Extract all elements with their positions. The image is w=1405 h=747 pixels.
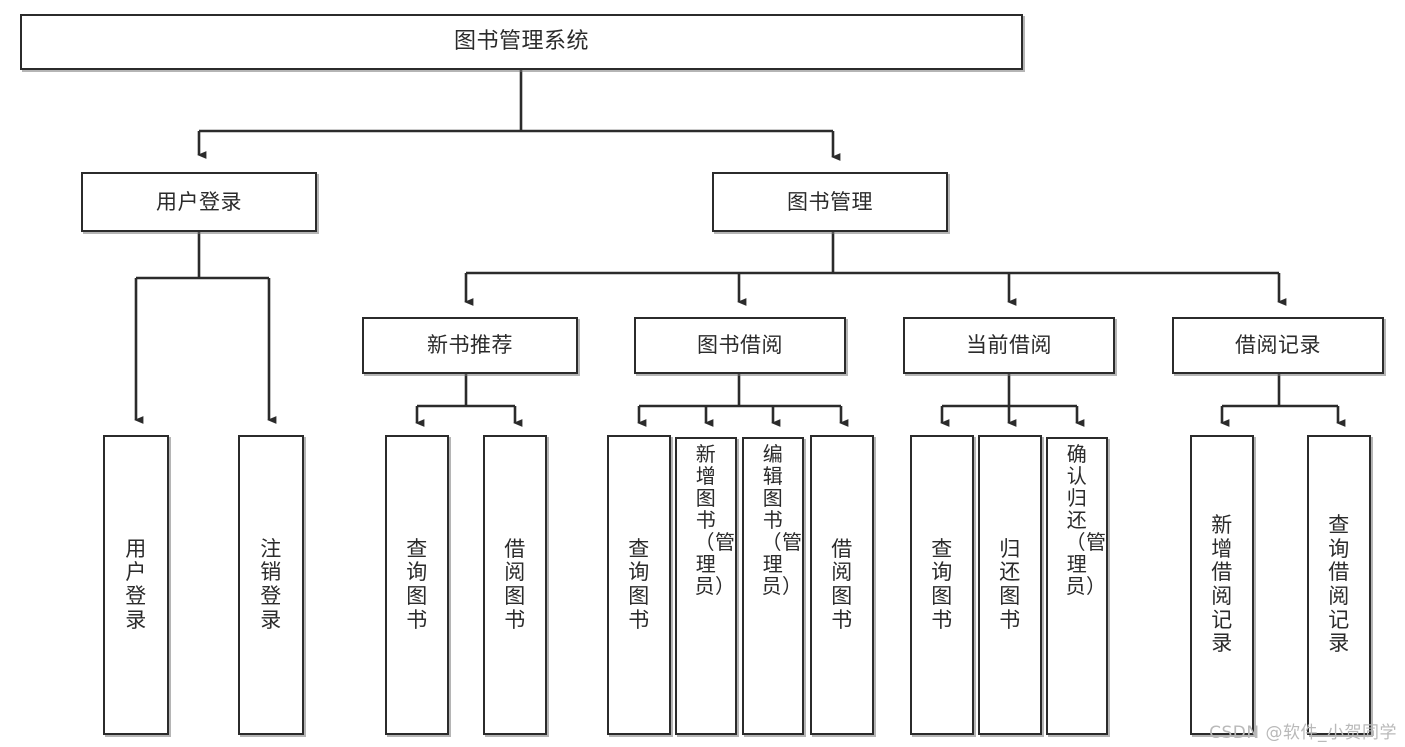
- node-leaf-edit-book-label: 编辑图书（管理员）: [761, 442, 803, 598]
- node-leaf-return-book[interactable]: 归还图书: [978, 435, 1042, 735]
- node-leaf-borrow-book-2[interactable]: 借阅图书: [810, 435, 874, 735]
- node-new-book-recommend-label: 新书推荐: [427, 333, 513, 358]
- node-book-borrow-label: 图书借阅: [697, 333, 783, 358]
- node-current-borrow-label: 当前借阅: [966, 333, 1052, 358]
- node-leaf-edit-book[interactable]: 编辑图书（管理员）: [742, 437, 804, 735]
- node-leaf-query-record-label: 查询借阅记录: [1328, 513, 1350, 656]
- node-user-login-label: 用户登录: [156, 189, 242, 214]
- node-leaf-confirm-return[interactable]: 确认归还（管理员）: [1046, 437, 1108, 735]
- node-leaf-borrow-book-2-label: 借阅图书: [831, 536, 853, 632]
- node-leaf-add-book-label: 新增图书（管理员）: [694, 442, 736, 598]
- node-book-manage-label: 图书管理: [787, 189, 873, 214]
- node-leaf-logout-login[interactable]: 注销登录: [238, 435, 304, 735]
- node-user-login[interactable]: 用户登录: [81, 172, 317, 232]
- node-new-book-recommend[interactable]: 新书推荐: [362, 317, 578, 374]
- node-current-borrow[interactable]: 当前借阅: [903, 317, 1115, 374]
- node-leaf-borrow-book-1-label: 借阅图书: [504, 536, 526, 632]
- node-leaf-return-book-label: 归还图书: [999, 536, 1021, 632]
- node-root-label: 图书管理系统: [453, 29, 589, 55]
- node-leaf-query-book-2-label: 查询图书: [628, 536, 650, 632]
- node-leaf-add-record-label: 新增借阅记录: [1211, 513, 1233, 656]
- node-book-borrow[interactable]: 图书借阅: [634, 317, 846, 374]
- node-book-manage[interactable]: 图书管理: [712, 172, 948, 232]
- node-borrow-record-label: 借阅记录: [1235, 333, 1321, 358]
- watermark: CSDN @软件_小贺同学: [1209, 723, 1397, 743]
- node-leaf-user-login-label: 用户登录: [125, 536, 147, 632]
- node-leaf-add-book[interactable]: 新增图书（管理员）: [675, 437, 737, 735]
- node-leaf-borrow-book-1[interactable]: 借阅图书: [483, 435, 547, 735]
- node-leaf-confirm-return-label: 确认归还（管理员）: [1065, 442, 1107, 598]
- node-leaf-user-login[interactable]: 用户登录: [103, 435, 169, 735]
- node-leaf-add-record[interactable]: 新增借阅记录: [1190, 435, 1254, 735]
- node-leaf-query-record[interactable]: 查询借阅记录: [1307, 435, 1371, 735]
- node-leaf-query-book-3-label: 查询图书: [931, 536, 953, 632]
- node-leaf-query-book-3[interactable]: 查询图书: [910, 435, 974, 735]
- node-borrow-record[interactable]: 借阅记录: [1172, 317, 1384, 374]
- node-leaf-query-book-1-label: 查询图书: [406, 536, 428, 632]
- node-leaf-query-book-2[interactable]: 查询图书: [607, 435, 671, 735]
- node-leaf-logout-login-label: 注销登录: [260, 536, 282, 632]
- node-root[interactable]: 图书管理系统: [20, 14, 1023, 70]
- node-leaf-query-book-1[interactable]: 查询图书: [385, 435, 449, 735]
